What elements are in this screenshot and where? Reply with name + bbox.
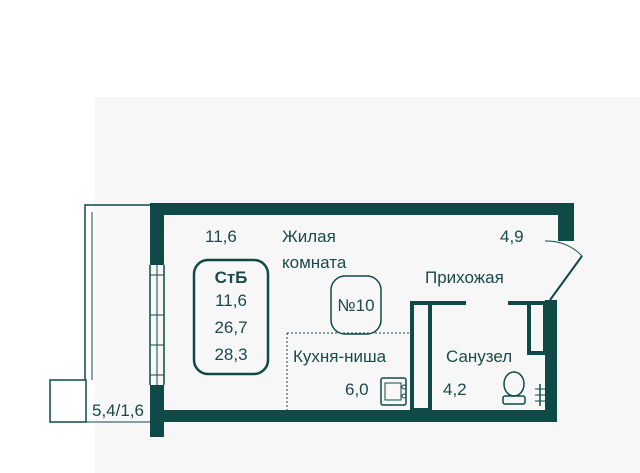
west-window <box>149 265 165 385</box>
balcony <box>49 204 150 423</box>
radiator-icon <box>535 384 545 406</box>
summary-total-balcony: 28,3 <box>214 345 247 364</box>
apartment-number-badge <box>330 275 382 335</box>
kitchen-name: Кухня-ниша <box>293 347 387 366</box>
bathroom-area: 4,2 <box>443 380 467 399</box>
living-area: 11,6 <box>205 227 237 246</box>
living-name-line1: Жилая <box>282 227 336 246</box>
bathroom-name: Санузел <box>446 347 512 366</box>
balcony-area: 5,4/1,6 <box>92 401 144 420</box>
stove-icon <box>380 377 407 406</box>
summary-total: 26,7 <box>214 318 247 337</box>
hall-name: Прихожая <box>425 268 504 287</box>
kitchen-area: 6,0 <box>345 380 369 399</box>
kitchen-niche <box>286 332 412 410</box>
hall-area: 4,9 <box>500 227 524 246</box>
bathroom-walls <box>410 301 547 412</box>
summary-living: 11,6 <box>215 291 247 310</box>
apartment-number: №10 <box>337 296 374 315</box>
summary-type: СтБ <box>215 268 248 287</box>
entrance-door <box>544 240 583 301</box>
toilet-icon <box>502 371 526 405</box>
walls <box>150 203 574 437</box>
summary-box <box>192 258 270 376</box>
living-name-line2: комната <box>282 253 347 272</box>
